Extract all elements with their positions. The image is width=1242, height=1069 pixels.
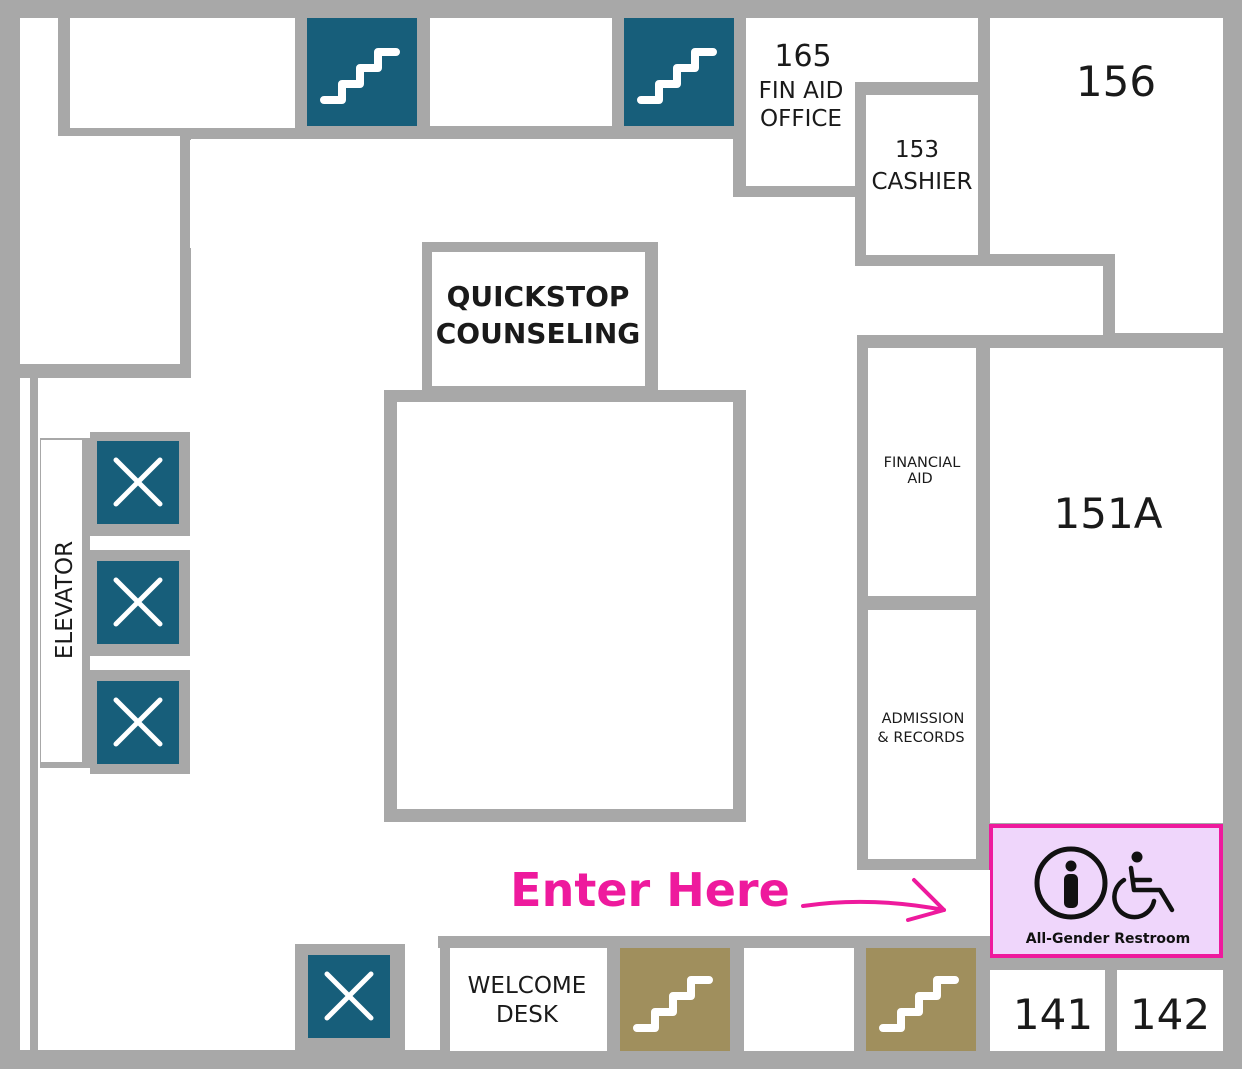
room-top-left-annex (70, 18, 295, 128)
divider-4 (976, 948, 990, 1051)
quickstop-counseling-room (432, 252, 645, 386)
central-block (397, 402, 733, 809)
room-top-left-inner (190, 140, 296, 248)
room-153 (866, 95, 978, 255)
financial-aid-room (868, 348, 976, 596)
enter-here-label: Enter Here (510, 863, 790, 917)
elevator-label: ELEVATOR (52, 541, 78, 659)
left-wall-strip (30, 378, 38, 1050)
quickstop-line1: QUICKSTOP (447, 280, 630, 313)
restroom-label: All-Gender Restroom (1026, 931, 1191, 947)
room-151a (990, 348, 1223, 823)
welcome-desk-line1: WELCOME (468, 973, 587, 999)
room-142 (1117, 970, 1223, 1051)
room-165 (746, 18, 978, 186)
person-icon (1034, 846, 1108, 920)
room-151a-number: 151A (1054, 489, 1163, 538)
room-142-number: 142 (1130, 990, 1210, 1039)
welcome-desk (450, 948, 607, 1051)
room-bottom-blank (744, 948, 854, 1051)
room-165-number: 165 (774, 39, 831, 74)
financial-aid-line1: FINANCIAL (884, 455, 961, 471)
divider-1 (607, 948, 620, 1051)
divider-2 (730, 948, 744, 1051)
room-156-number: 156 (1076, 57, 1156, 106)
room-top-middle (430, 18, 612, 126)
room-top-left (20, 18, 180, 364)
admission-line2: & RECORDS (877, 730, 964, 746)
entrance-arrow-icon (801, 878, 946, 922)
left-corridor (20, 378, 30, 1050)
financial-aid-line2: AID (907, 471, 932, 487)
quickstop-line2: COUNSELING (436, 317, 641, 350)
welcome-desk-line2: DESK (496, 1002, 559, 1028)
room-153-number: 153 (895, 137, 939, 163)
admission-records-room (868, 610, 976, 859)
bottom-wall (438, 936, 990, 948)
room-156 (990, 18, 1223, 254)
entrance-gap (976, 870, 990, 936)
room-141-number: 141 (1013, 990, 1093, 1039)
room-165-line2: OFFICE (760, 106, 842, 132)
room-141 (990, 970, 1105, 1051)
admission-line1: ADMISSION (882, 711, 965, 727)
divider-3 (854, 948, 866, 1051)
room-156-extension (1115, 254, 1223, 333)
wheelchair-icon (1112, 851, 1175, 920)
elevator (41, 440, 82, 762)
room-165-line1: FIN AID (759, 78, 844, 104)
room-153-label: CASHIER (872, 169, 973, 195)
